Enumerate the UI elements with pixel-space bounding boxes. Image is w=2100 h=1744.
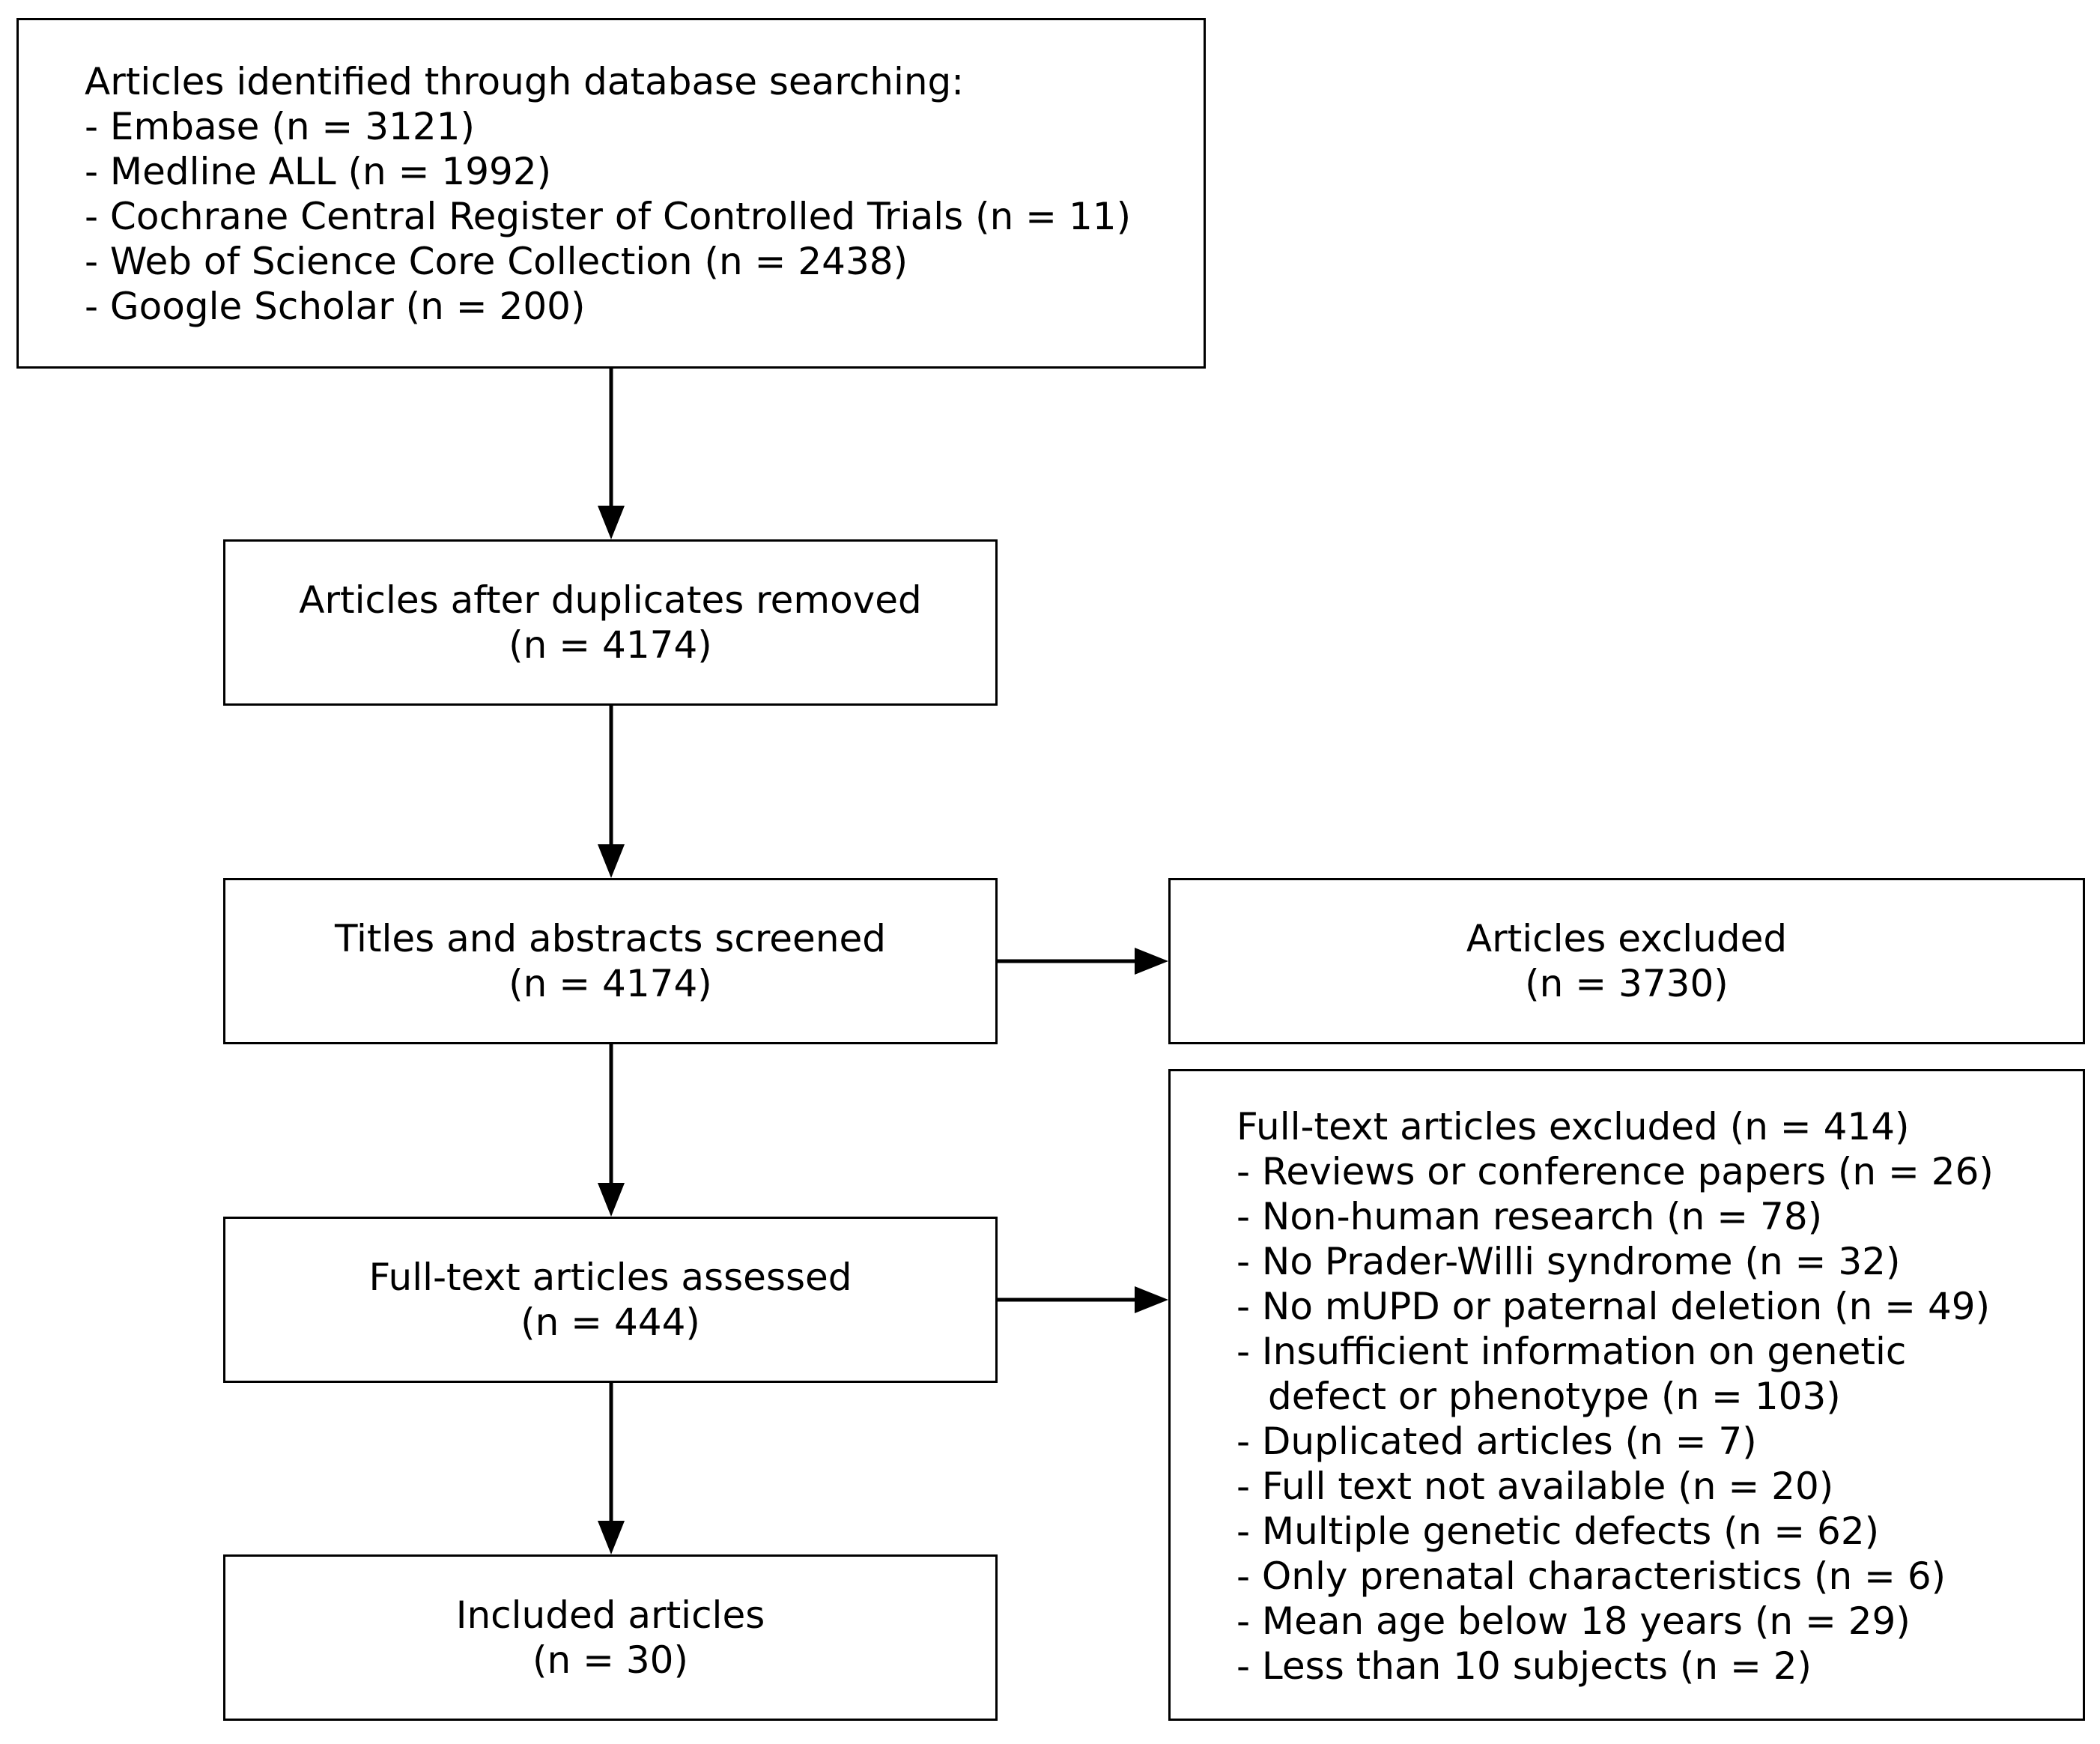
search-item: - Cochrane Central Register of Controlle… [85,195,1132,238]
arrowhead-included [598,1521,625,1554]
dedup-title: Articles after duplicates removed [299,578,922,622]
screen-box: Titles and abstracts screened (n = 4174) [223,878,998,1044]
ft-excluded-item: - Multiple genetic defects (n = 62) [1236,1510,1880,1553]
ft-excluded-item: - Less than 10 subjects (n = 2) [1236,1644,1812,1688]
included-box: Included articles (n = 30) [223,1554,998,1721]
fulltext-excluded-box: Full-text articles excluded (n = 414) - … [1168,1069,2085,1721]
search-item: - Google Scholar (n = 200) [85,285,586,328]
arrowhead-ft-excluded [1135,1286,1168,1313]
dedup-box: Articles after duplicates removed (n = 4… [223,539,998,706]
fulltext-count: (n = 444) [521,1301,700,1344]
screen-count: (n = 4174) [509,962,712,1005]
arrowhead-screen [598,844,625,878]
screen-title: Titles and abstracts screened [334,917,887,960]
excluded-title: Articles excluded [1466,917,1788,960]
search-item: - Web of Science Core Collection (n = 24… [85,240,908,283]
ft-excluded-item: - Non-human research (n = 78) [1236,1195,1823,1238]
ft-excluded-item: - No mUPD or paternal deletion (n = 49) [1236,1285,1991,1328]
included-count: (n = 30) [532,1638,688,1682]
dedup-count: (n = 4174) [509,623,712,667]
fulltext-title: Full-text articles assessed [368,1256,852,1299]
arrowhead-dedup [598,506,625,539]
search-box: Articles identified through database sea… [16,18,1206,369]
ft-excluded-item-continuation: defect or phenotype (n = 103) [1268,1375,1841,1418]
arrowhead-fulltext [598,1183,625,1217]
ft-excluded-item: - Insufficient information on genetic [1236,1330,1907,1373]
ft-excluded-item: - No Prader-Willi syndrome (n = 32) [1236,1240,1901,1283]
ft-excluded-item: - Full text not available (n = 20) [1236,1465,1834,1508]
excluded-count: (n = 3730) [1525,962,1729,1005]
search-item: - Embase (n = 3121) [85,105,475,148]
ft-excluded-item: - Mean age below 18 years (n = 29) [1236,1599,1911,1643]
ft-excluded-item: - Only prenatal characteristics (n = 6) [1236,1554,1946,1598]
ft-excluded-item: - Duplicated articles (n = 7) [1236,1420,1757,1463]
search-heading: Articles identified through database sea… [85,60,965,103]
included-title: Included articles [455,1593,765,1637]
ft-excluded-item: - Reviews or conference papers (n = 26) [1236,1150,1994,1193]
fulltext-box: Full-text articles assessed (n = 444) [223,1217,998,1383]
search-item: - Medline ALL (n = 1992) [85,150,552,193]
ft-excluded-heading: Full-text articles excluded (n = 414) [1236,1105,1910,1148]
excluded-box: Articles excluded (n = 3730) [1168,878,2085,1044]
arrowhead-excluded [1135,948,1168,975]
